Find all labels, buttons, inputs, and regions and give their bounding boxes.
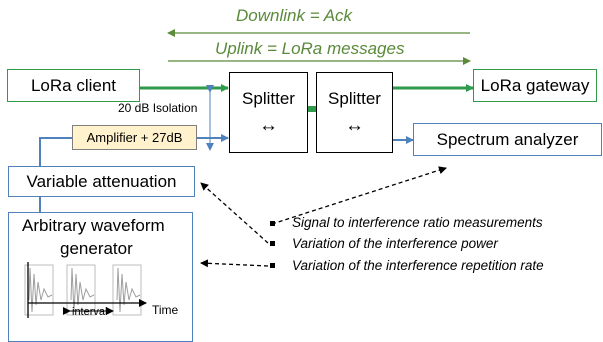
amplifier-box: Amplifier + 27dB bbox=[72, 125, 197, 150]
callout-attenuation bbox=[200, 182, 269, 244]
lora-client-label: LoRa client bbox=[30, 75, 117, 95]
callout-analyzer bbox=[271, 166, 447, 225]
note-power: Variation of the interference power bbox=[292, 236, 498, 251]
variable-attenuation-box: Variable attenuation bbox=[8, 166, 195, 197]
lora-gateway-label: LoRa gateway bbox=[480, 75, 590, 95]
variable-attenuation-label: Variable attenuation bbox=[26, 171, 177, 191]
time-label: Time bbox=[152, 303, 179, 317]
amplifier-label: Amplifier + 27dB bbox=[86, 130, 183, 145]
callout-generator bbox=[200, 259, 269, 268]
bullet-1 bbox=[270, 221, 275, 226]
downlink-label: Downlink = Ack bbox=[236, 6, 353, 25]
interval-label: interval bbox=[72, 306, 108, 318]
lora-client-box: LoRa client bbox=[7, 69, 140, 102]
uplink-label: Uplink = LoRa messages bbox=[215, 39, 405, 58]
waveform-sketch bbox=[24, 262, 147, 318]
bullet-3 bbox=[270, 263, 275, 268]
splitter-1-label: Splitter bbox=[242, 88, 295, 108]
splitter-box-1: Splitter ↔ bbox=[229, 72, 308, 153]
lora-gateway-box: LoRa gateway bbox=[473, 69, 597, 102]
awg-label-line2: generator bbox=[60, 239, 133, 258]
spectrum-analyzer-box: Spectrum analyzer bbox=[413, 123, 602, 156]
attenuation-amplifier-link bbox=[39, 137, 72, 166]
note-sir: Signal to interference ratio measurement… bbox=[292, 215, 543, 230]
splitter-2-symbol: ↔ bbox=[345, 114, 364, 136]
splitter-2-label: Splitter bbox=[328, 88, 381, 108]
bullet-2 bbox=[270, 241, 275, 246]
note-repetition: Variation of the interference repetition… bbox=[292, 258, 544, 273]
awg-label-line1: Arbitrary waveform bbox=[22, 216, 165, 235]
splitter-box-2: Splitter ↔ bbox=[316, 72, 393, 153]
splitter-1-symbol: ↔ bbox=[259, 114, 278, 136]
spectrum-analyzer-label: Spectrum analyzer bbox=[436, 129, 579, 149]
isolation-label: 20 dB Isolation bbox=[118, 101, 198, 115]
splitter-coupler bbox=[308, 106, 317, 112]
